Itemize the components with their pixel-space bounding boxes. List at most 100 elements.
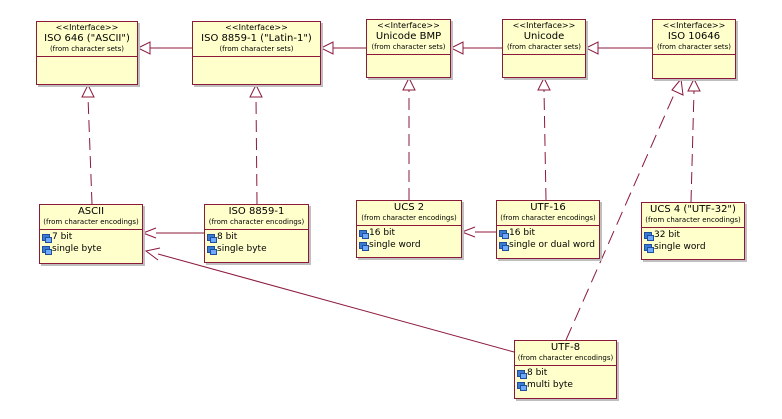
interface-header: <<Interface>> Unicode (from character se… (503, 20, 585, 55)
real-utf8-to-iso10646 (565, 89, 677, 341)
arrowhead-real-bmp (402, 76, 416, 91)
real-ucs4-to-iso10646 (690, 90, 695, 203)
interface-header: <<Interface>> ISO 8859-1 ("Latin-1") (fr… (193, 22, 320, 57)
package-label: (from character encodings) (208, 218, 305, 226)
attribute-label: 7 bit (52, 232, 73, 242)
class-name: UCS 4 ("UTF-32") (650, 204, 736, 215)
attribute-row: multi byte (517, 379, 614, 391)
arrowhead-unicode (584, 41, 599, 55)
interface-unicode-bmp[interactable]: <<Interface>> Unicode BMP (from characte… (366, 19, 451, 78)
attribute-label: 16 bit (509, 228, 536, 238)
interface-iso8859[interactable]: <<Interface>> ISO 8859-1 ("Latin-1") (fr… (192, 21, 321, 85)
interface-name: Unicode BMP (375, 31, 442, 42)
attribute-icon (359, 229, 369, 239)
attribute-icon (517, 381, 527, 391)
arrowhead-ascii-a (141, 227, 157, 239)
real-utf16-to-unicode (543, 89, 547, 201)
attribute-icon (499, 241, 509, 251)
attribute-label: single word (369, 240, 421, 250)
interface-header: <<Interface>> ISO 10646 (from character … (653, 20, 735, 55)
attribute-icon (499, 229, 509, 239)
stereotype-label: <<Interface>> (512, 21, 576, 30)
attribute-row: 8 bit (517, 367, 614, 379)
package-label: (from character encodings) (517, 354, 614, 362)
class-header: UCS 4 ("UTF-32") (from character encodin… (642, 203, 744, 228)
attribute-row: single or dual word (499, 239, 597, 251)
attributes-compartment: 16 bit single or dual word (497, 226, 599, 252)
encoding-ucs2[interactable]: UCS 2 (from character encodings) 16 bit … (356, 200, 462, 258)
interface-iso646[interactable]: <<Interface>> ISO 646 ("ASCII") (from ch… (36, 21, 138, 85)
class-header: UTF-16 (from character encodings) (497, 201, 599, 226)
gen-utf8-to-ascii (157, 253, 515, 353)
interface-header: <<Interface>> ISO 646 ("ASCII") (from ch… (37, 22, 137, 57)
attribute-row: 16 bit (359, 227, 459, 239)
arrowhead-real-iso10646-a (687, 77, 701, 92)
class-name: ASCII (77, 206, 105, 217)
interface-iso10646[interactable]: <<Interface>> ISO 10646 (from character … (652, 19, 736, 79)
package-label: (from character sets) (219, 45, 294, 53)
attributes-compartment: 32 bit single word (642, 228, 744, 254)
package-label: (from character encodings) (361, 214, 457, 222)
real-ascii-to-iso646 (87, 96, 93, 205)
class-name: UTF-8 (550, 342, 581, 353)
attribute-label: single word (654, 242, 706, 252)
encoding-utf16[interactable]: UTF-16 (from character encodings) 16 bit… (496, 200, 600, 259)
class-header: ISO 8859-1 (from character encodings) (205, 205, 308, 230)
class-name: UTF-16 (530, 202, 566, 213)
package-label: (from character encodings) (500, 214, 596, 222)
package-label: (from character encodings) (645, 216, 741, 224)
attribute-row: single word (359, 239, 459, 251)
class-name: ISO 8859-1 (228, 206, 285, 217)
interface-name: ISO 646 ("ASCII") (44, 33, 130, 44)
arrowhead-iso646 (136, 41, 151, 55)
attribute-row: 8 bit (207, 231, 306, 243)
stereotype-label: <<Interface>> (377, 21, 440, 30)
encoding-ascii[interactable]: ASCII (from character encodings) 7 bit s… (39, 204, 143, 264)
attribute-label: 8 bit (217, 232, 238, 242)
attribute-label: 32 bit (654, 230, 681, 240)
attribute-row: single byte (42, 243, 140, 255)
attribute-icon (517, 369, 527, 379)
real-iso88591-to-iso8859 (255, 96, 258, 205)
interface-name: ISO 10646 (667, 31, 721, 42)
attributes-compartment: 8 bit single byte (205, 230, 308, 256)
arrowhead-real-iso8859 (249, 83, 263, 98)
stereotype-label: <<Interface>> (662, 21, 726, 30)
attribute-row: single byte (207, 243, 306, 255)
interface-name: Unicode (523, 31, 565, 42)
attribute-icon (644, 231, 654, 241)
attribute-label: single byte (52, 244, 102, 254)
package-label: (from character sets) (656, 43, 732, 51)
arrowhead-real-unicode (537, 76, 551, 91)
encoding-iso-8859-1[interactable]: ISO 8859-1 (from character encodings) 8 … (204, 204, 309, 263)
arrowhead-ascii-b (144, 247, 161, 261)
encoding-ucs4[interactable]: UCS 4 ("UTF-32") (from character encodin… (641, 202, 745, 260)
attributes-compartment: 8 bit multi byte (515, 366, 616, 392)
arrowhead-iso8859 (319, 41, 334, 55)
encoding-utf8[interactable]: UTF-8 (from character encodings) 8 bit m… (514, 340, 617, 399)
class-header: UTF-8 (from character encodings) (515, 341, 616, 366)
interface-name: ISO 8859-1 ("Latin-1") (201, 33, 312, 44)
operations-compartment (37, 57, 137, 71)
stereotype-label: <<Interface>> (225, 23, 288, 32)
attribute-row: 32 bit (644, 229, 742, 241)
attribute-row: single word (644, 241, 742, 253)
arrowhead-bmp (449, 41, 464, 55)
arrowhead-real-iso10646-b (671, 77, 684, 96)
operations-compartment (653, 55, 735, 69)
attribute-icon (42, 245, 52, 255)
operations-compartment (367, 55, 450, 69)
attribute-icon (42, 233, 52, 243)
package-label: (from character sets) (506, 43, 582, 51)
attribute-label: single or dual word (509, 240, 595, 250)
attribute-icon (207, 233, 217, 243)
interface-unicode[interactable]: <<Interface>> Unicode (from character se… (502, 19, 586, 78)
attributes-compartment: 16 bit single word (357, 226, 461, 252)
attribute-icon (644, 243, 654, 253)
attribute-icon (207, 245, 217, 255)
attribute-icon (359, 241, 369, 251)
package-label: (from character encodings) (43, 218, 139, 226)
arrowhead-real-iso646 (81, 83, 95, 98)
class-name: UCS 2 (393, 202, 425, 213)
